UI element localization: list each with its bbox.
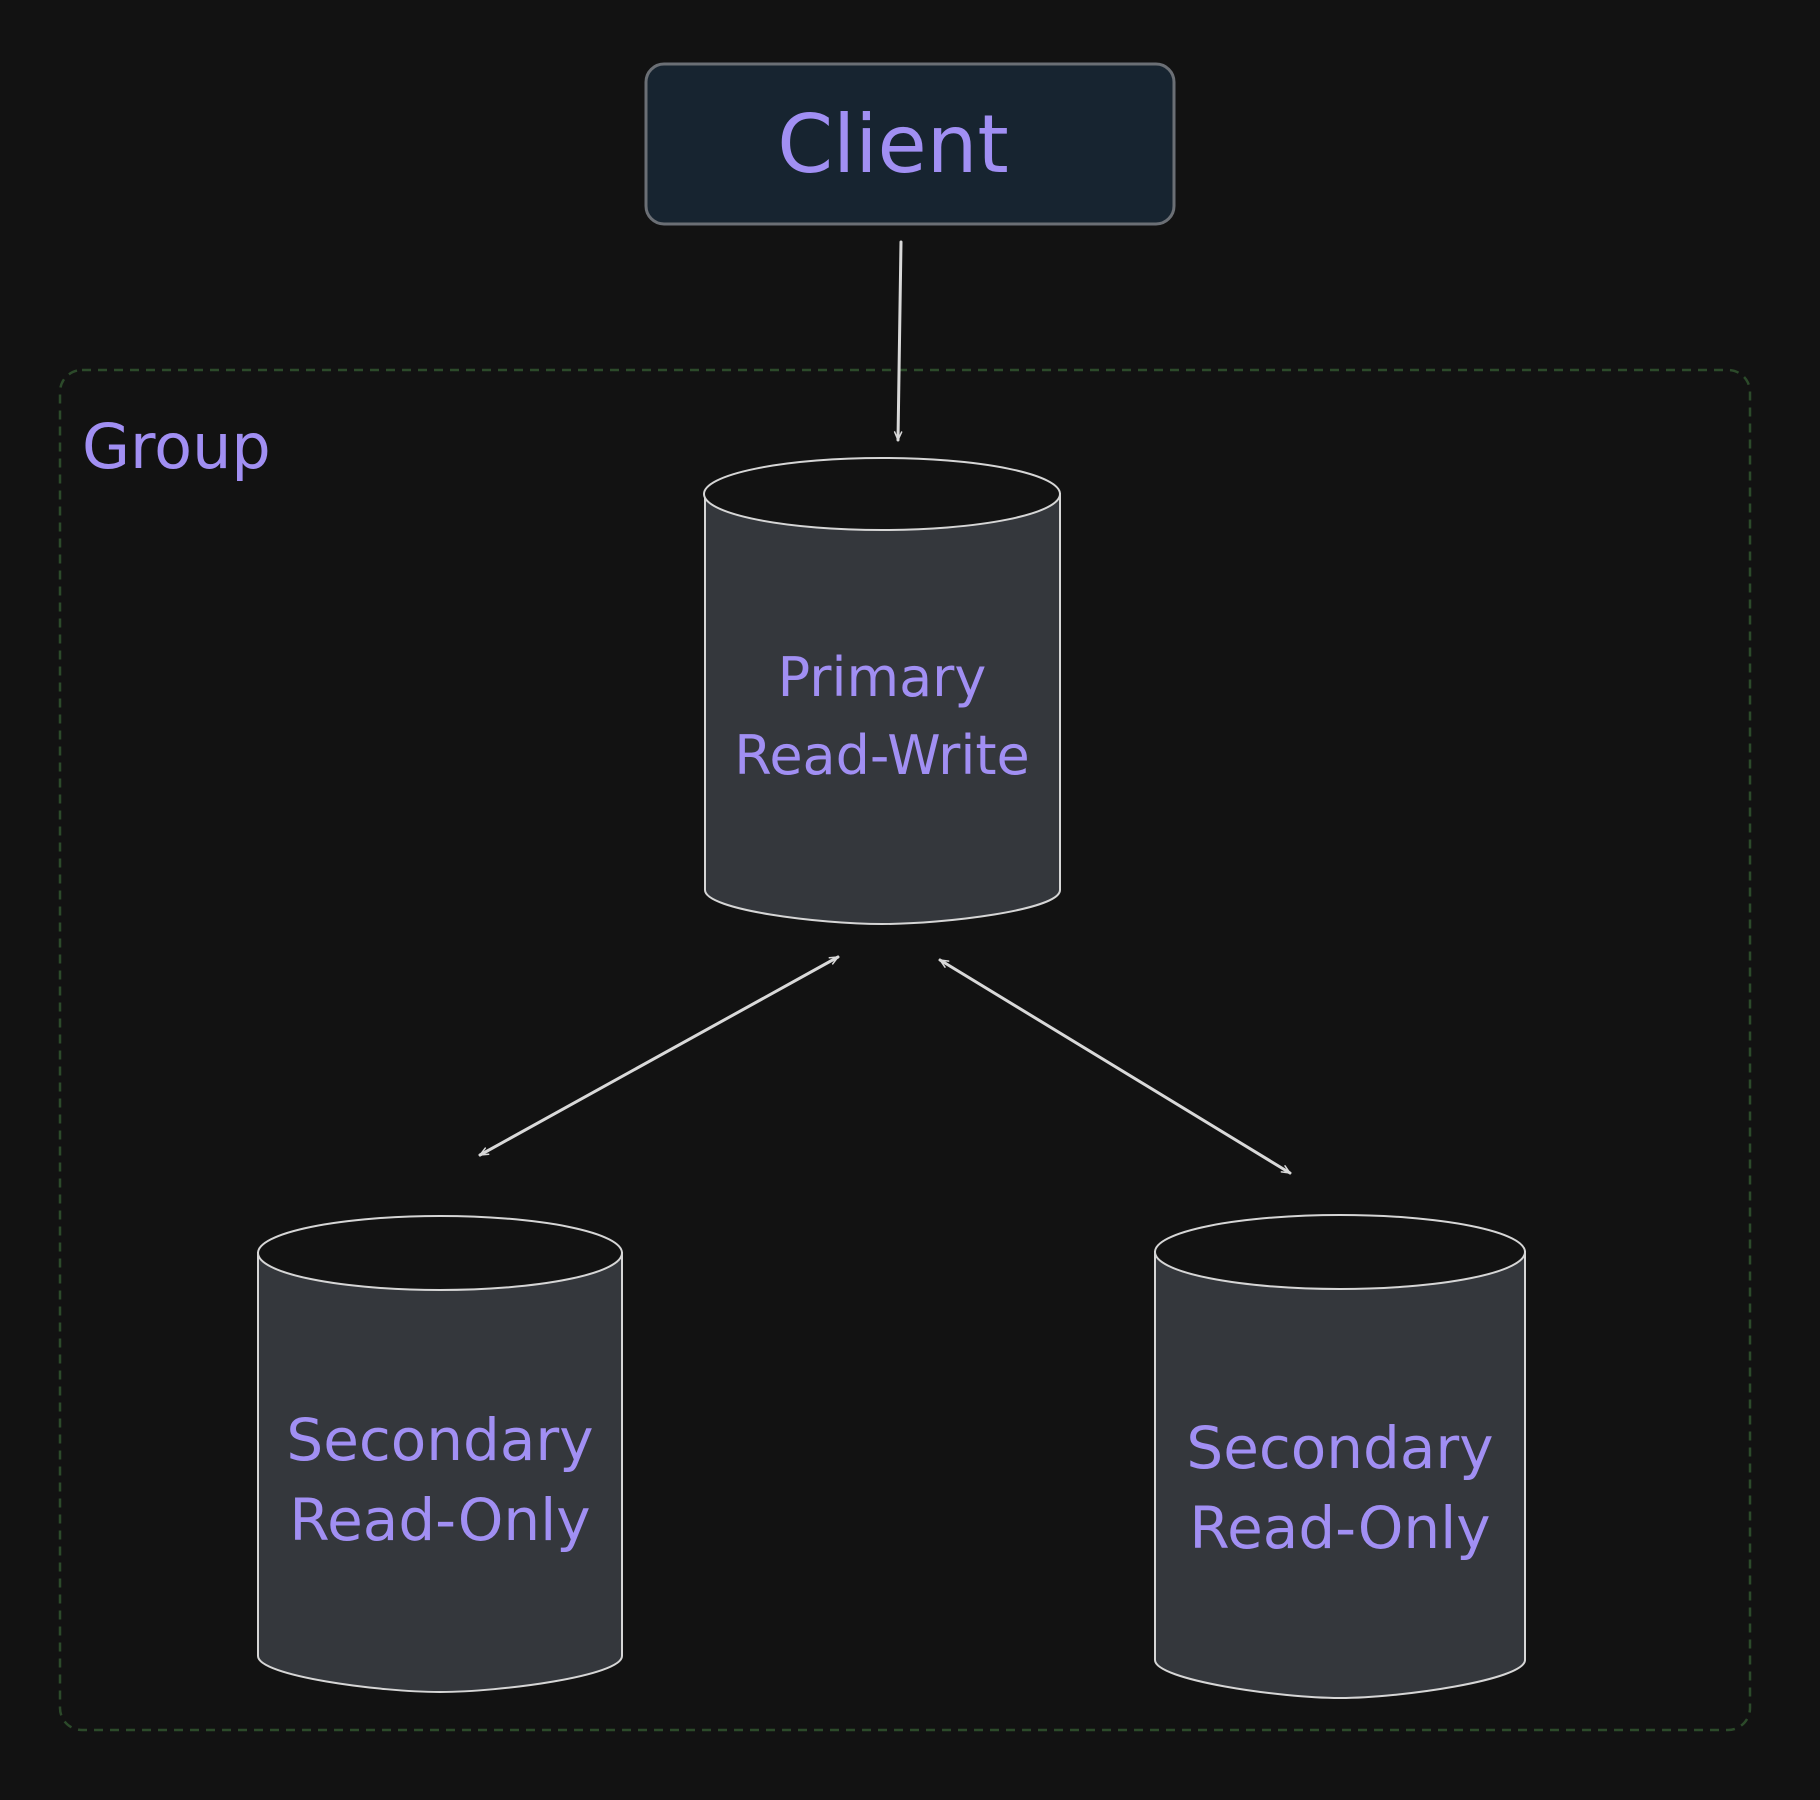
client-box[interactable] [644, 62, 1176, 226]
secondary-right-cylinder-body [1154, 1251, 1526, 1700]
primary-label-line2: Read-Write [734, 724, 1030, 787]
secondary-left-database-node[interactable]: Secondary Read-Only [257, 1215, 623, 1694]
secondary-right-label-line2: Read-Only [1189, 1494, 1490, 1562]
secondary-right-database-node[interactable]: Secondary Read-Only [1154, 1214, 1526, 1700]
primary-cylinder-top [703, 457, 1061, 531]
client-label: Client [777, 98, 1009, 191]
edge-primary-to-secondary-right [938, 958, 1292, 1175]
secondary-left-label-line2: Read-Only [289, 1486, 590, 1554]
primary-label-line1: Primary [778, 646, 987, 709]
primary-cylinder-body [704, 493, 1061, 926]
edge-primary-to-secondary-left [478, 955, 840, 1157]
group-label: Group [82, 410, 271, 483]
secondary-right-cylinder-top [1154, 1214, 1526, 1290]
secondary-left-cylinder-body [257, 1252, 623, 1694]
group-container[interactable] [58, 368, 1752, 1732]
primary-database-node[interactable]: Primary Read-Write [703, 457, 1061, 926]
client-node[interactable]: Client [644, 62, 1176, 226]
edge-client-to-primary [893, 240, 903, 442]
secondary-left-label-line1: Secondary [286, 1406, 593, 1474]
secondary-right-label-line1: Secondary [1186, 1414, 1493, 1482]
secondary-left-cylinder-top [257, 1215, 623, 1291]
